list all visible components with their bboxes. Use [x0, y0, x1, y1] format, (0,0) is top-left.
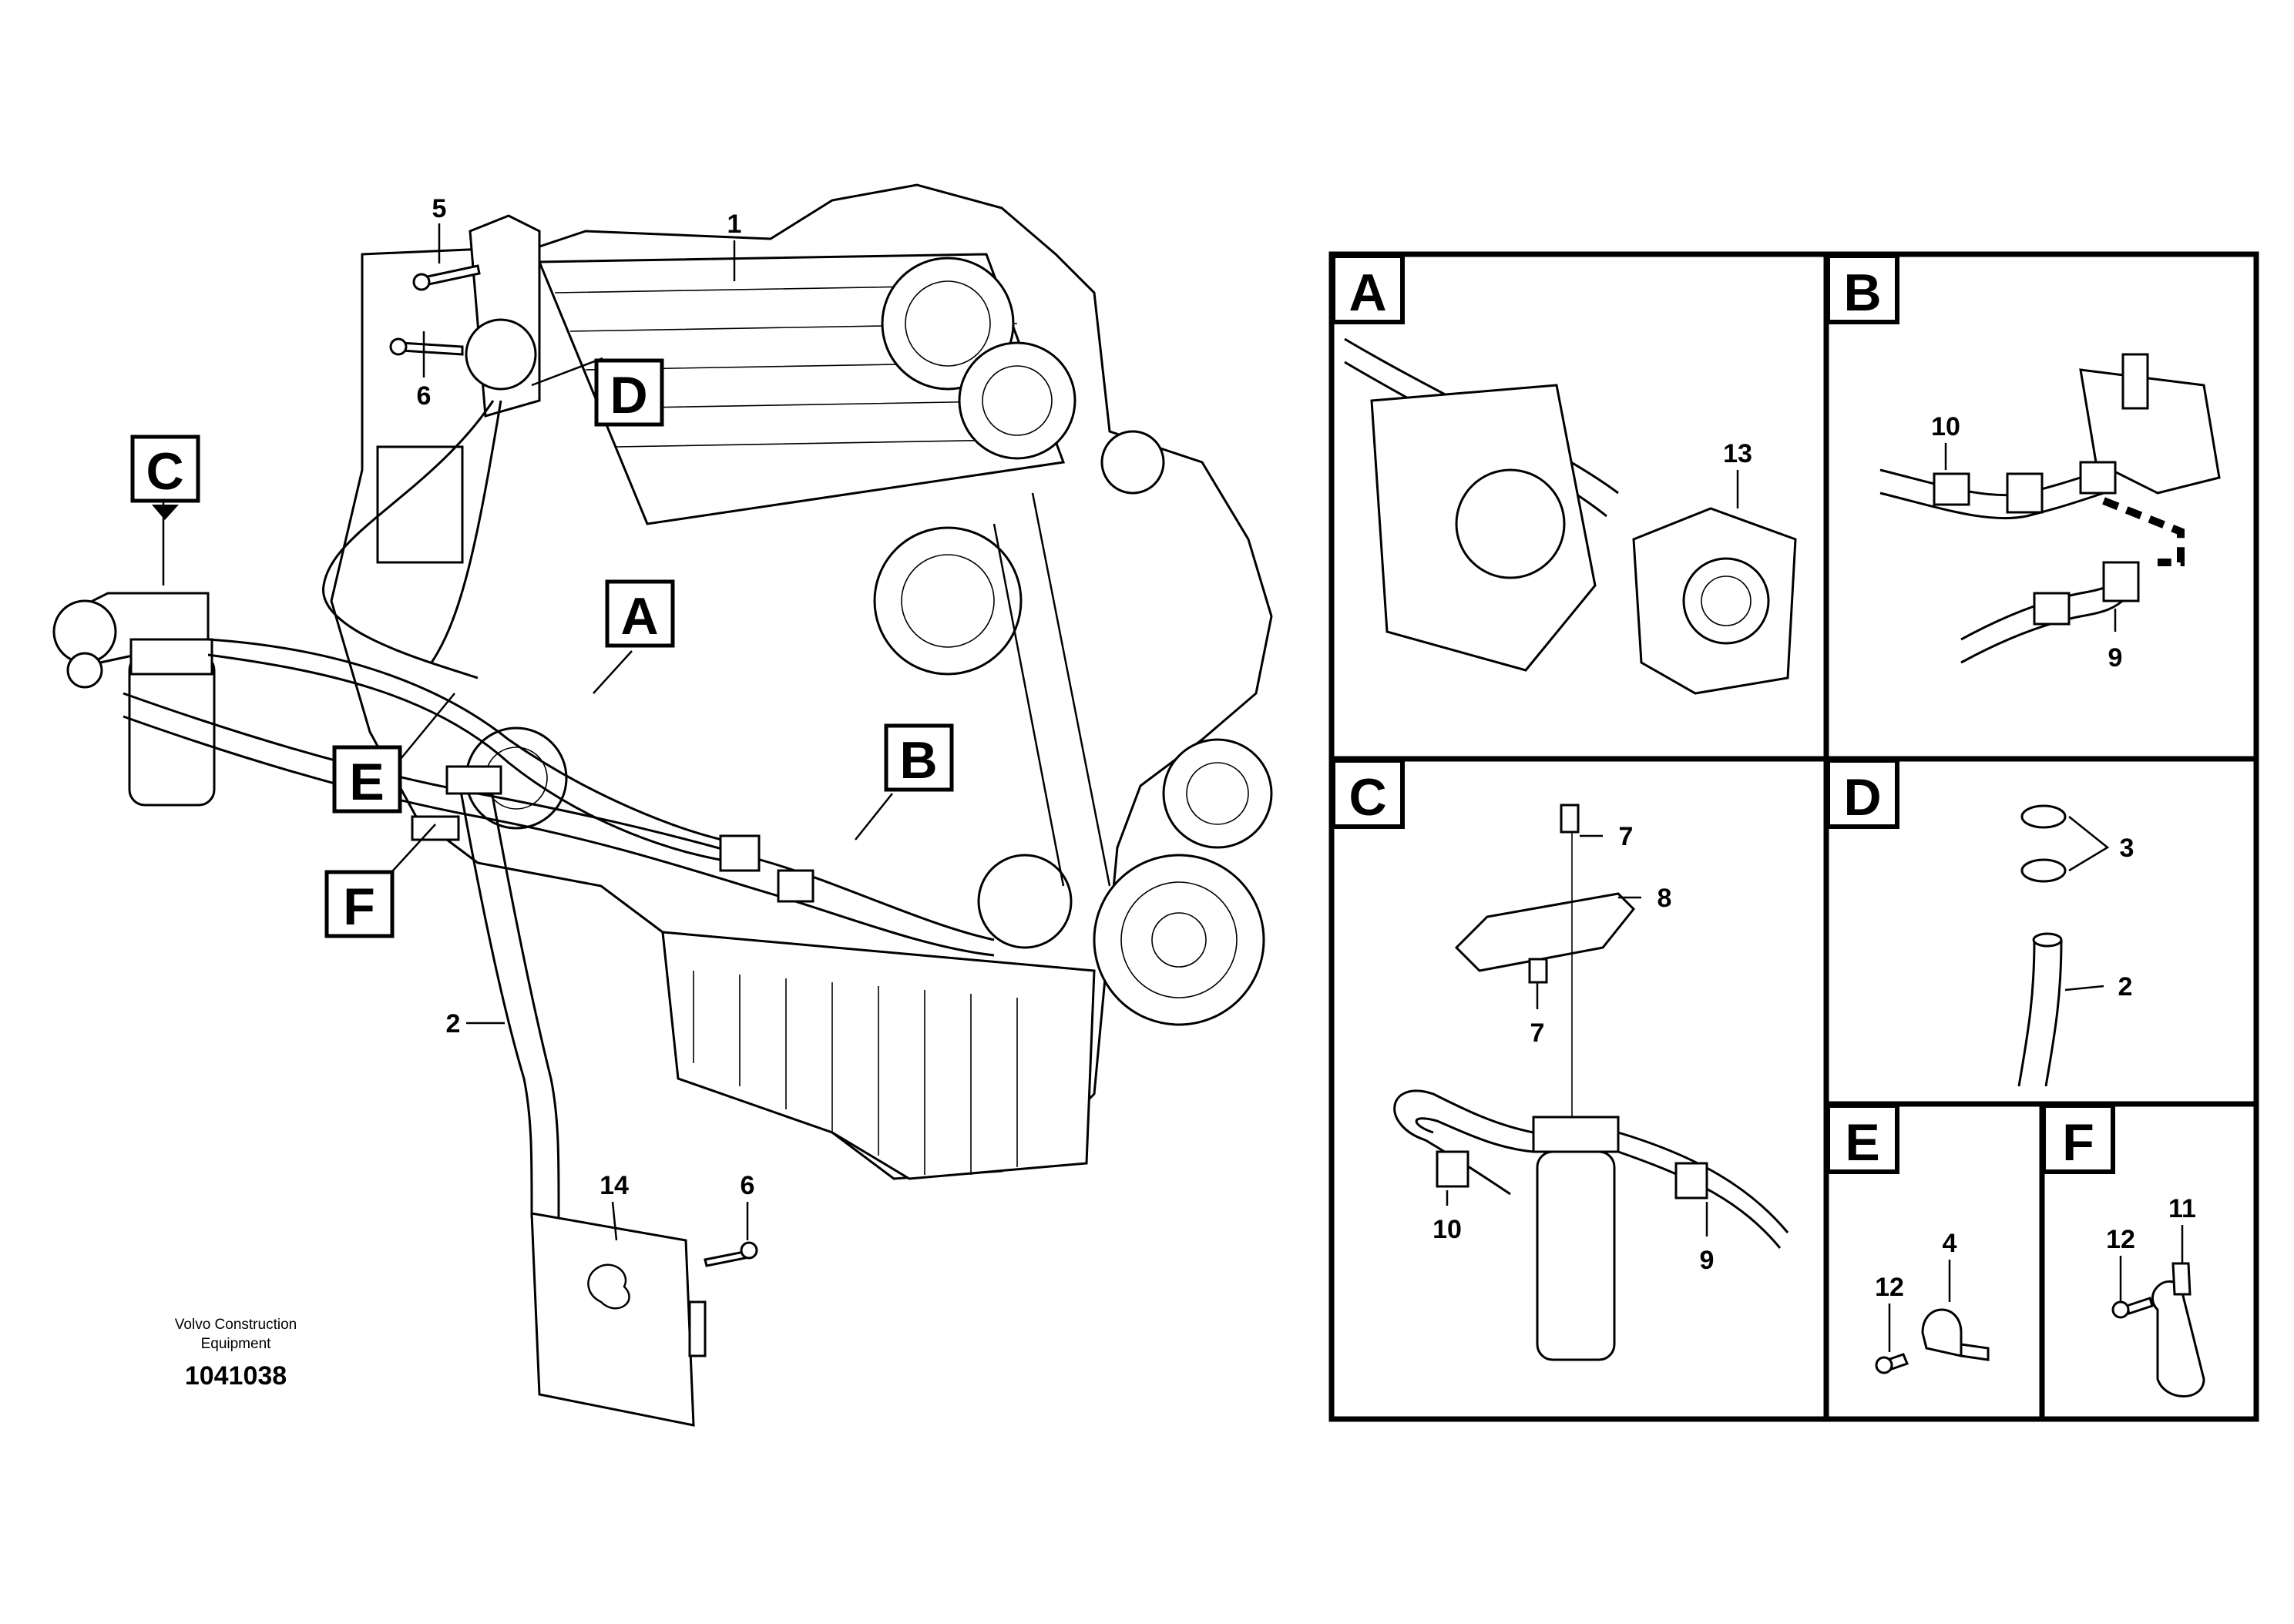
hose-clamp-e [445, 765, 502, 795]
panel-b-letter: B [1843, 263, 1881, 322]
panel-c-bolt-7-top [1560, 804, 1580, 834]
thermostat-housing [1100, 430, 1165, 495]
panel-c-bolt-7-side [1528, 958, 1548, 984]
sensor-housing [465, 318, 537, 391]
panel-b-fitting-10 [1933, 472, 1970, 506]
panel-e-part-12: 12 [1875, 1273, 1904, 1302]
hose-10 [123, 692, 995, 941]
control-unit-housing [530, 1212, 695, 1427]
panel-c: C 7 8 7 10 9 [1331, 758, 1789, 1361]
callout-a: A [605, 579, 675, 648]
callout-a-label: A [620, 587, 658, 646]
panel-c-filter [1536, 1150, 1616, 1361]
panel-d: D 3 2 [1825, 758, 2134, 1087]
callout-c: C [130, 435, 200, 520]
fan-pulley [1162, 738, 1273, 849]
panel-a-port [1455, 468, 1566, 579]
part-number-14: 14 [600, 1171, 629, 1200]
panel-a-letter: A [1349, 263, 1386, 322]
panel-f-bolt-12 [2125, 1297, 2154, 1315]
callout-b-label: B [899, 731, 937, 790]
harness-loop [430, 400, 502, 663]
crankshaft-pulley [1093, 854, 1265, 1026]
valve-cover-detail [554, 284, 1053, 448]
panel-c-letter: C [1349, 768, 1386, 827]
part-number-2: 2 [446, 1009, 461, 1038]
panel-c-part-9: 9 [1700, 1246, 1715, 1275]
part-number-6-bottom: 6 [741, 1171, 755, 1200]
callout-b: B [884, 723, 954, 792]
fuel-filter-assembly [52, 592, 216, 807]
callout-d-label: D [610, 366, 647, 424]
panel-f-part-12: 12 [2106, 1225, 2135, 1254]
hose-2 [457, 777, 533, 1203]
panel-f: F 11 12 [2041, 1103, 2205, 1398]
panel-b-dashed-link [2102, 497, 2185, 566]
callout-e-label: E [349, 753, 384, 811]
brand-line-2: Equipment [201, 1336, 272, 1352]
hose-clamp-f [411, 815, 460, 841]
panel-a: A 13 [1331, 253, 1797, 695]
panel-b: B 10 9 [1825, 253, 2221, 673]
engine-illustration [322, 183, 1273, 1180]
panel-a-part-13: 13 [1723, 439, 1752, 468]
alternator [873, 526, 1023, 676]
panel-f-letter: F [2062, 1113, 2094, 1172]
part-number-6-top: 6 [417, 381, 432, 411]
turbo-outlet [958, 341, 1076, 460]
part-number-1: 1 [727, 210, 742, 239]
panel-b-part-9: 9 [2108, 643, 2123, 673]
panel-c-part-10: 10 [1432, 1215, 1462, 1244]
panel-e-clamp-4 [1921, 1308, 1963, 1357]
callout-f: F [324, 870, 395, 938]
callout-f-label: F [343, 877, 375, 936]
panel-d-hose-end [2032, 932, 2063, 948]
drive-belt [992, 492, 1111, 887]
panel-c-bracket [1454, 892, 1636, 972]
document-number: 1041038 [185, 1361, 287, 1391]
panel-d-part-3: 3 [2120, 834, 2134, 863]
bolt-6-bottom [704, 1250, 747, 1267]
panel-c-part-8: 8 [1658, 884, 1672, 913]
panel-b-part-10: 10 [1931, 412, 1960, 441]
hose-fitting-b [719, 834, 761, 872]
panel-f-clamp-11 [2151, 1280, 2205, 1398]
main-bolts [389, 264, 758, 1267]
brand-line-1: Volvo Construction [175, 1317, 297, 1333]
main-part-numbers: 1 5 6 2 14 6 [417, 194, 755, 1200]
control-unit-cutout [587, 1263, 630, 1310]
main-callouts: C D A B E F [130, 358, 954, 938]
filter-head [129, 638, 213, 676]
fuel-filter-canister [128, 653, 216, 807]
panel-f-part-11: 11 [2168, 1194, 2196, 1223]
panel-c-fitting-10 [1436, 1150, 1469, 1188]
panel-c-part-7-top: 7 [1619, 822, 1634, 851]
panel-d-clamp-top [2020, 804, 2067, 829]
part-number-5: 5 [432, 194, 447, 223]
hoses [123, 638, 995, 1217]
panel-e: E 4 12 [1825, 1103, 1990, 1374]
panel-e-part-4: 4 [1943, 1229, 1957, 1258]
callout-d: D [594, 358, 664, 427]
detail-panels: A 13 B 10 [1328, 251, 2259, 1422]
panel-c-part-7-bottom: 7 [1530, 1018, 1545, 1048]
oil-pan-ribs [693, 971, 1018, 1175]
callout-c-label: C [146, 442, 183, 501]
panel-d-letter: D [1843, 768, 1881, 827]
tensioner-pulley [977, 854, 1073, 949]
panel-b-fitting-9 [2033, 592, 2071, 626]
callout-e: E [332, 745, 402, 814]
panel-d-clamp-bottom [2020, 858, 2067, 883]
panel-d-part-2: 2 [2118, 972, 2133, 1002]
brand-block: Volvo Construction Equipment 1041038 [175, 1317, 297, 1391]
panel-e-letter: E [1845, 1113, 1879, 1172]
panel-c-fitting-9 [1674, 1162, 1708, 1200]
panel-c-filter-head [1532, 1116, 1620, 1153]
control-unit-14 [530, 1212, 707, 1427]
hose-9 [207, 638, 741, 845]
detail-frame [1328, 251, 2259, 1422]
